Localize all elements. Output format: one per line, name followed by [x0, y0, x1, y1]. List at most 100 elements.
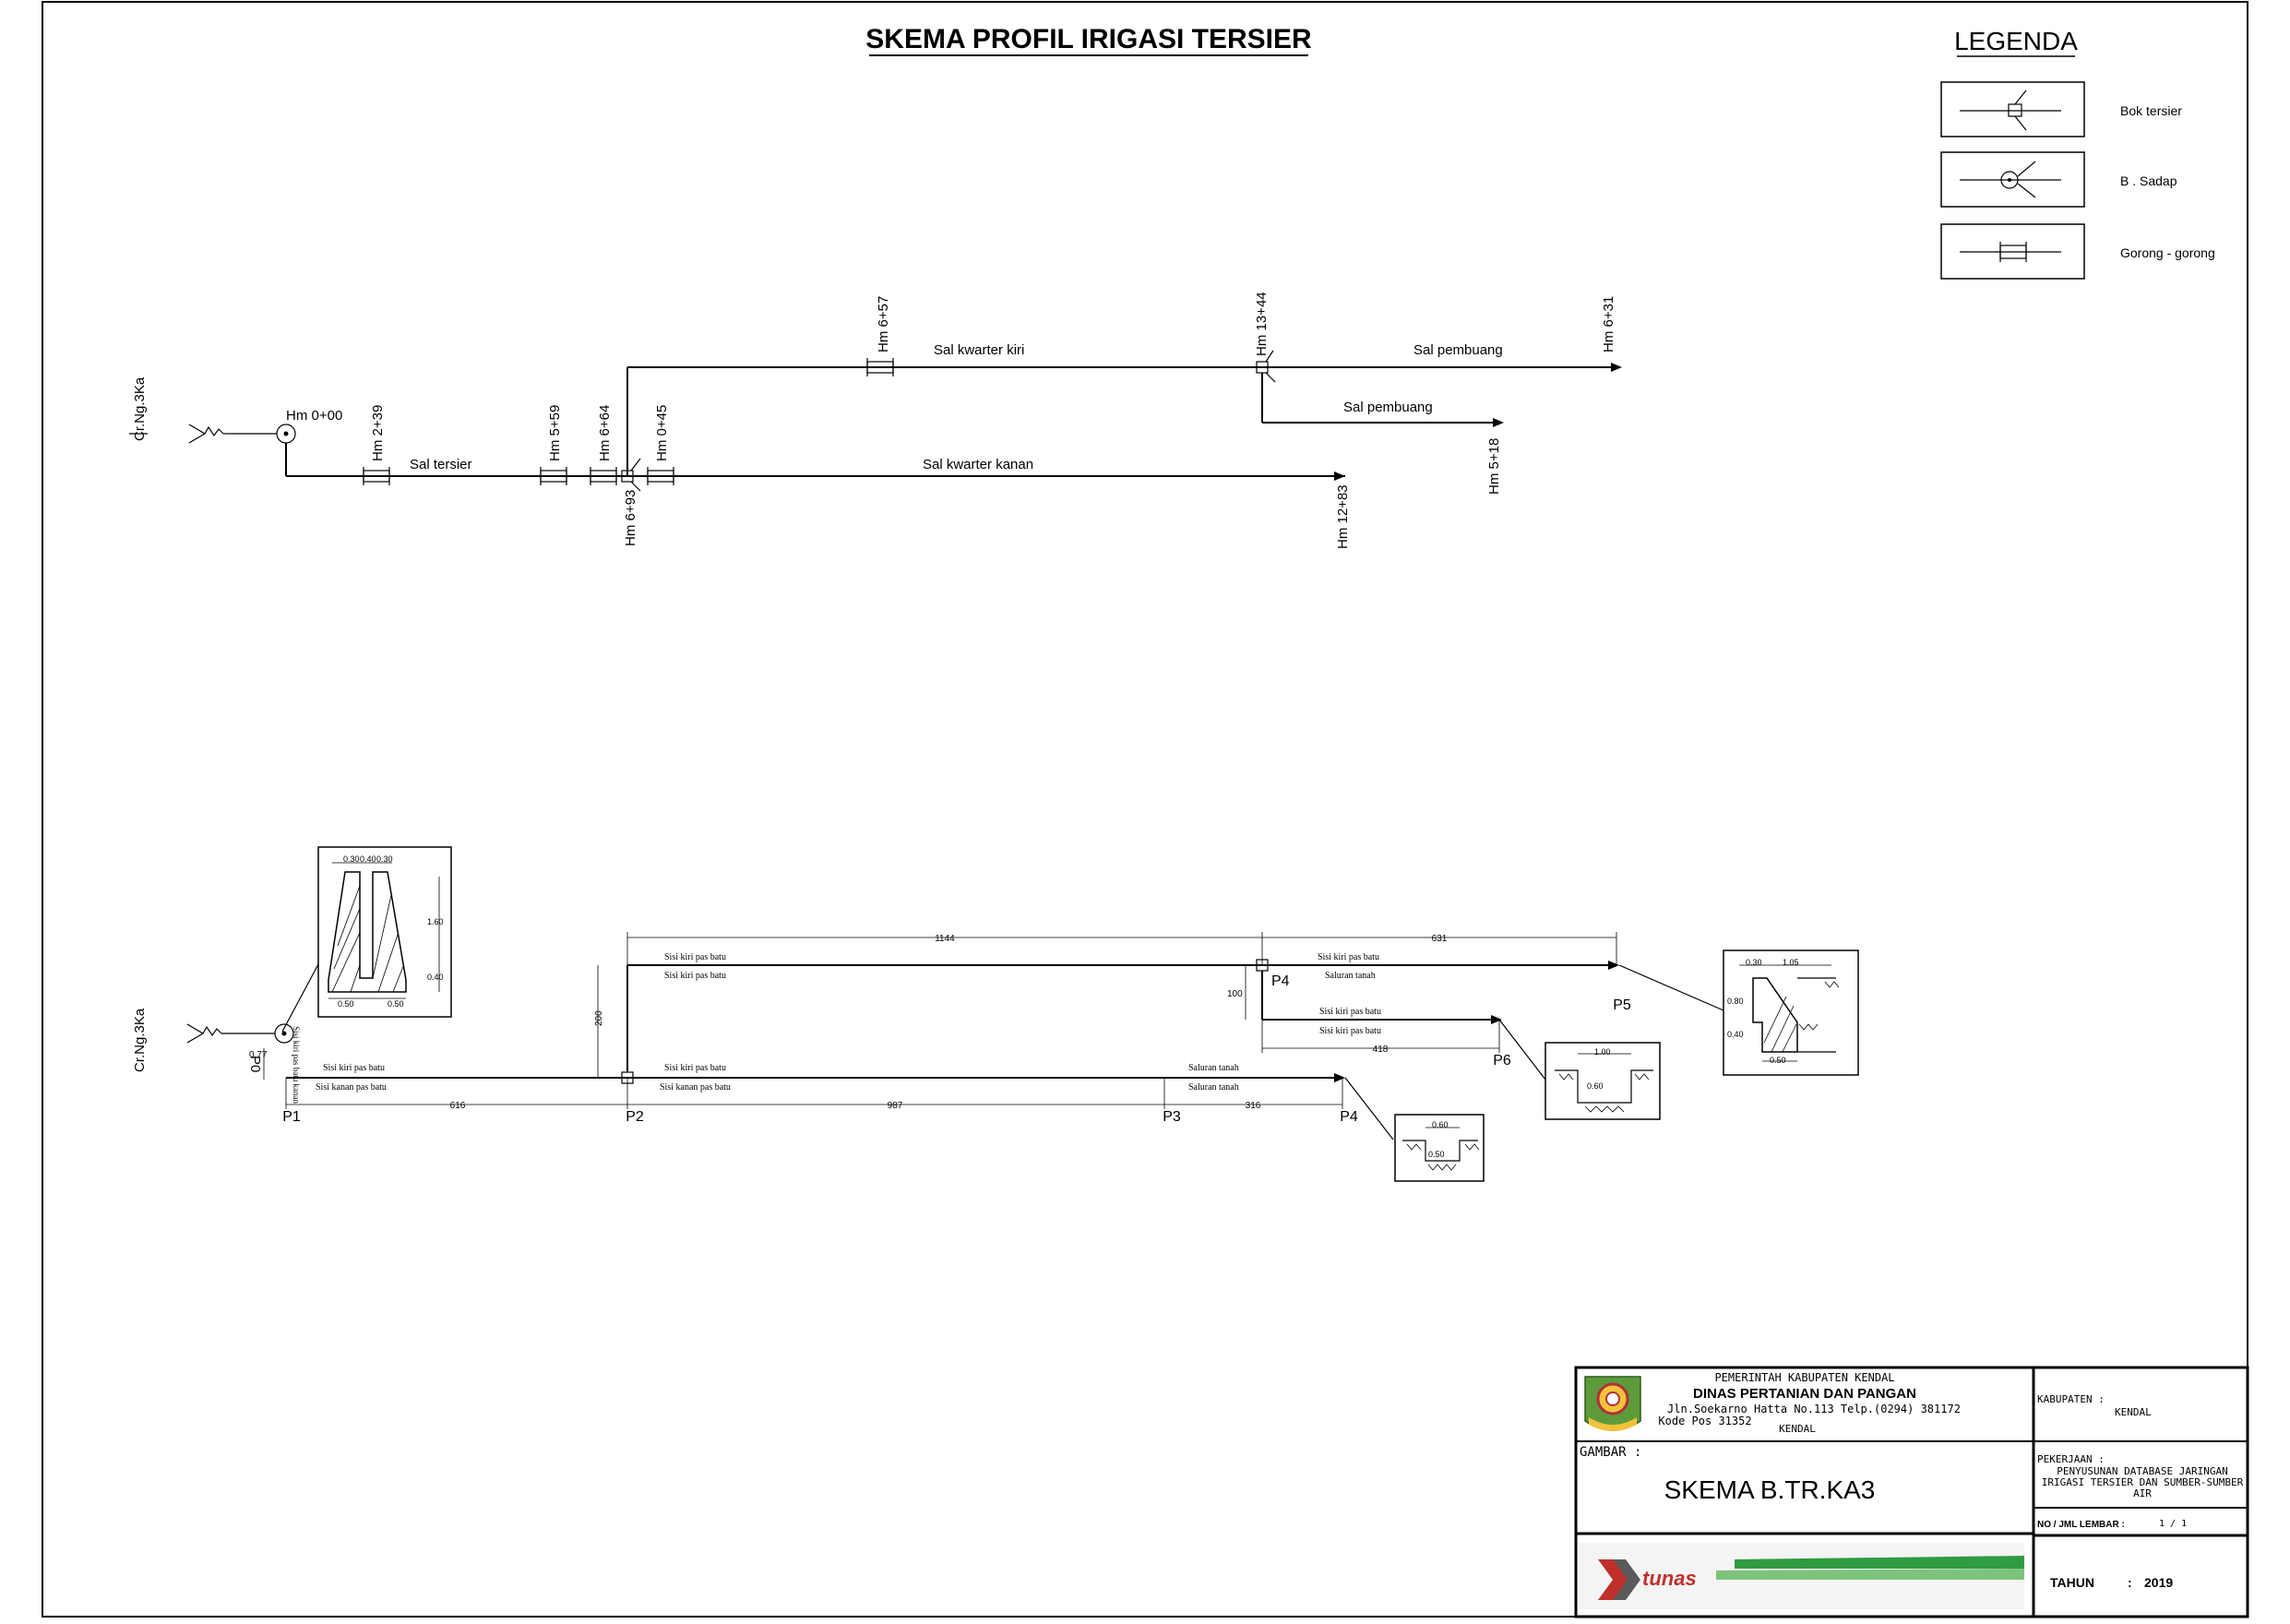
culvert-hm-0-45	[647, 467, 674, 485]
station-hm-5-59: Hm 5+59	[547, 405, 563, 461]
cs1-b2: 0.50	[388, 999, 404, 1009]
label-sal-pembuang-2: Sal pembuang	[1343, 400, 1433, 415]
label-saluran-tanah-3: Saluran tanah	[1325, 971, 1376, 981]
point-p2: P2	[626, 1109, 644, 1125]
culvert-hm-5-59	[540, 467, 567, 485]
cs4-base: 0.50	[1770, 1056, 1786, 1065]
tunas-logo: tunas	[1580, 1543, 2024, 1609]
sheet-border	[42, 1, 2248, 1618]
station-hm-6-93: Hm 6+93	[623, 490, 638, 546]
legend-box-bok	[1940, 81, 2085, 137]
cs3-h: 0.60	[1587, 1081, 1604, 1091]
agency-address2: Kode Pos 31352	[1658, 1415, 1751, 1427]
agency-line1: PEMERINTAH KABUPATEN KENDAL	[1714, 1371, 1894, 1384]
cs1-mid: 0.40	[360, 854, 376, 864]
label-kiri-pas-batu-2: Sisi kiri pas batu	[664, 1063, 726, 1073]
lembar-label: NO / JML LEMBAR :	[2037, 1520, 2125, 1530]
label-kiri-pas-batu-1: Sisi kiri pas batu	[323, 1063, 385, 1073]
drawing-title: SKEMA PROFIL IRIGASI TERSIER	[865, 24, 1312, 54]
label-sal-kwarter-kiri: Sal kwarter kiri	[934, 342, 1024, 358]
cs2-top: 0.60	[1432, 1120, 1449, 1129]
legend: LEGENDA Bok tersier B . Sadap Gorong - g…	[1940, 27, 2215, 280]
legend-label-bok: Bok tersier	[2120, 103, 2182, 118]
cs3-top: 1.00	[1594, 1047, 1611, 1057]
point-p3: P3	[1163, 1109, 1181, 1125]
cs2-h: 0.50	[1428, 1150, 1445, 1159]
culvert-hm-6-64	[590, 467, 617, 485]
dim-987: 987	[888, 1101, 903, 1111]
label-kanan-pas-batu-2: Sisi kanan pas batu	[660, 1082, 731, 1093]
drawing-name: SKEMA B.TR.KA3	[1664, 1475, 1876, 1504]
lower-scheme: Cr.Ng.3Ka P0 0.77 Sisi kiri pas batu kan…	[132, 932, 1724, 1140]
culvert-hm-6-57	[866, 358, 894, 376]
upper-scheme: Cr.Ng.3Ka Hm 0+00 Hm 2+39 Sal tersier	[129, 292, 1622, 549]
inflow-arrow-icon	[186, 1023, 275, 1044]
dim-0-77: 0.77	[249, 1050, 268, 1060]
station-hm-5-18: Hm 5+18	[1486, 438, 1502, 495]
cs1-top: 0.30	[343, 854, 360, 864]
bok-hm-6-93	[621, 458, 641, 492]
lembar-value: 1 / 1	[2159, 1519, 2187, 1529]
label-kiri-pas-batu-4: Sisi kiri pas batu	[664, 971, 726, 981]
cs1-b1: 0.50	[338, 999, 354, 1009]
kabupaten-label: KABUPATEN :	[2037, 1393, 2105, 1405]
label-saluran-tanah-1: Saluran tanah	[1188, 1063, 1239, 1073]
station-hm-12-83: Hm 12+83	[1335, 484, 1351, 549]
title-block: PEMERINTAH KABUPATEN KENDAL DINAS PERTAN…	[1574, 1366, 2249, 1618]
sadap-p0	[274, 1023, 294, 1044]
station-hm-6-31: Hm 6+31	[1601, 296, 1616, 352]
cross-section-1: 0.30 0.40 0.30 1.60 0.40 0.50 0.50	[317, 846, 452, 1018]
dim-1144: 1144	[935, 934, 955, 944]
sadap-hm-0-00	[233, 424, 296, 476]
cross-section-3: 1.00 0.60	[1545, 1042, 1661, 1120]
bangunan-sadap-icon	[1960, 161, 2061, 198]
bok-tersier-icon	[1960, 90, 2061, 131]
upper-source-label: Cr.Ng.3Ka	[132, 376, 148, 441]
point-p4-bottom: P4	[1340, 1109, 1358, 1125]
station-hm-2-39: Hm 2+39	[370, 405, 386, 461]
legend-heading: LEGENDA	[1954, 27, 2078, 55]
tahun-value: 2019	[2144, 1575, 2173, 1590]
cs4-h2: 0.40	[1727, 1030, 1744, 1039]
station-hm-6-64: Hm 6+64	[597, 405, 613, 461]
legend-label-sadap: B . Sadap	[2120, 173, 2177, 188]
pekerjaan-line2: IRIGASI TERSIER DAN SUMBER-SUMBER	[2042, 1476, 2244, 1488]
tahun-label: TAHUN	[2050, 1575, 2094, 1590]
cs4-a: 0.30	[1746, 958, 1762, 967]
dim-100: 100	[1227, 989, 1243, 999]
label-sal-tersier: Sal tersier	[410, 457, 472, 472]
dim-631: 631	[1432, 934, 1448, 944]
pekerjaan-label: PEKERJAAN :	[2037, 1453, 2105, 1465]
tunas-wordmark: tunas	[1642, 1567, 1697, 1590]
dim-316: 316	[1246, 1101, 1261, 1111]
legend-label-gorong: Gorong - gorong	[2120, 245, 2215, 260]
label-kiri-pas-batu-5: Sisi kiri pas batu	[1318, 952, 1379, 962]
kabupaten-value: KENDAL	[2115, 1406, 2152, 1418]
gambar-label: GAMBAR :	[1580, 1445, 1641, 1460]
arrowhead	[1611, 363, 1622, 372]
cs1-right: 0.30	[376, 854, 393, 864]
station-hm-0-45: Hm 0+45	[654, 405, 670, 461]
label-kiri-pas-batu-6: Sisi kiri pas batu	[1319, 1007, 1381, 1017]
point-p4-top: P4	[1271, 973, 1290, 989]
cs4-h1: 0.80	[1727, 997, 1744, 1006]
agency-line2: DINAS PERTANIAN DAN PANGAN	[1693, 1386, 1916, 1402]
lower-source-label: Cr.Ng.3Ka	[132, 1008, 148, 1072]
station-hm-0-00: Hm 0+00	[286, 408, 342, 424]
point-p5: P5	[1613, 997, 1631, 1013]
label-kanan-pas-batu-1: Sisi kanan pas batu	[316, 1082, 387, 1093]
point-p6: P6	[1493, 1053, 1511, 1069]
tahun-sep: :	[2128, 1575, 2132, 1590]
dim-616: 616	[450, 1101, 466, 1111]
dim-200: 200	[594, 1010, 604, 1026]
pekerjaan-line3: AIR	[2133, 1487, 2152, 1499]
cs1-h2: 0.40	[427, 973, 444, 982]
cs1-h1: 1.60	[427, 917, 444, 926]
label-kiri-pas-batu-3: Sisi kiri pas batu	[664, 952, 726, 962]
label-sal-pembuang-1: Sal pembuang	[1413, 342, 1503, 358]
dim-418: 418	[1373, 1045, 1389, 1055]
pekerjaan-line1: PENYUSUNAN DATABASE JARINGAN	[2057, 1465, 2227, 1477]
agency-city: KENDAL	[1779, 1423, 1816, 1435]
